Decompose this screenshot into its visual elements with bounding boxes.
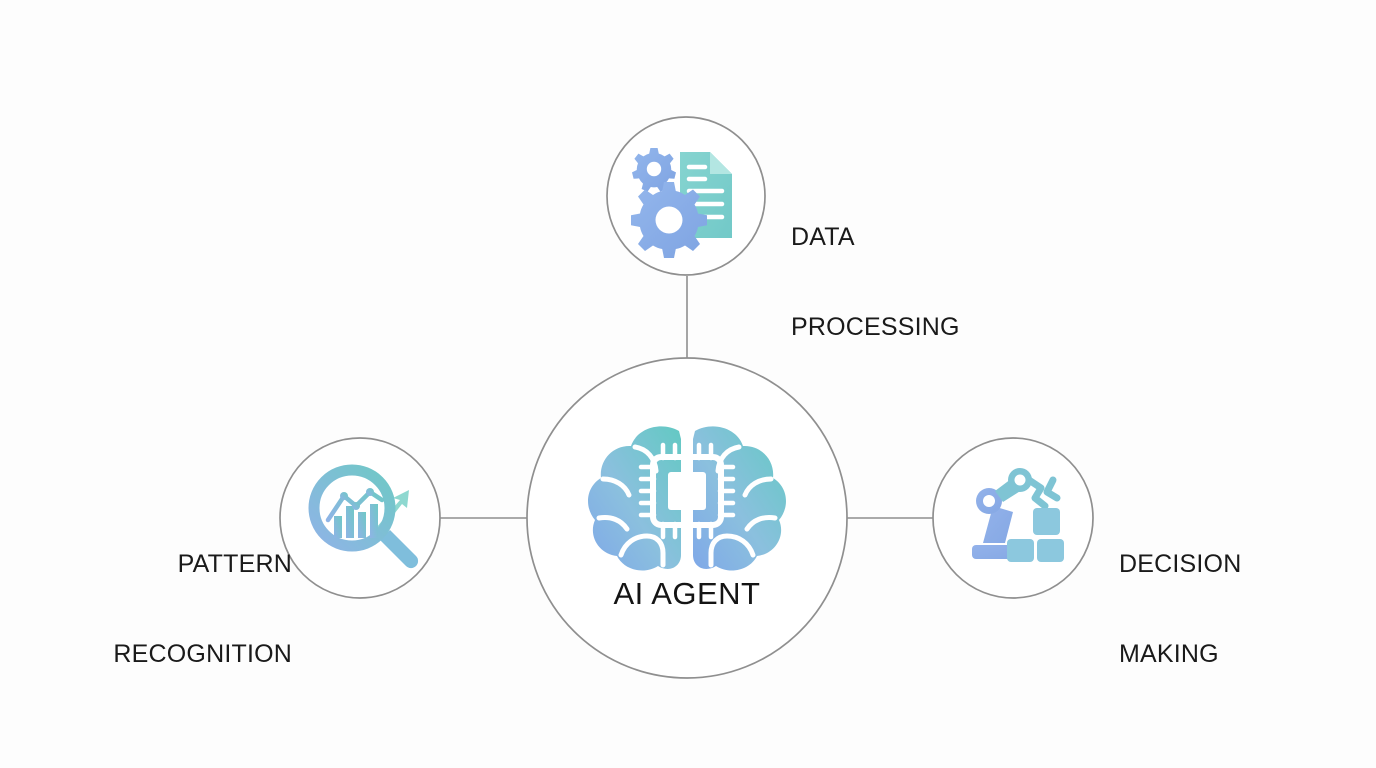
robot-arm-icon xyxy=(972,468,1064,562)
node-label-pattern-recognition[interactable]: PATTERN RECOGNITION xyxy=(113,489,292,729)
node-label-pattern-recognition-line2: RECOGNITION xyxy=(113,640,292,668)
robot-lower-arm xyxy=(983,506,1013,543)
large-gear-icon xyxy=(631,182,707,258)
node-label-decision-making-line2: MAKING xyxy=(1119,640,1219,668)
block-bottom-right xyxy=(1037,539,1064,562)
robot-blocks xyxy=(1007,508,1064,562)
brain-chip-icon xyxy=(588,426,786,571)
node-label-decision-making[interactable]: DECISION MAKING xyxy=(1119,489,1241,729)
node-circle-decision-making[interactable] xyxy=(932,437,1094,599)
magnifier-chart-icon xyxy=(308,464,419,569)
node-label-data-processing-line2: PROCESSING xyxy=(791,313,960,341)
connector-lines xyxy=(440,276,933,519)
node-label-pattern-recognition-line1: PATTERN xyxy=(177,550,292,578)
magnifier-lens-ring xyxy=(308,464,396,552)
block-bottom-left xyxy=(1007,539,1034,562)
robot-gripper xyxy=(1025,476,1061,510)
node-label-data-processing-line1: DATA xyxy=(791,223,855,251)
magnifier-handle xyxy=(380,530,419,569)
block-top xyxy=(1033,508,1060,535)
small-gear-icon xyxy=(632,148,676,192)
gears-document-icon xyxy=(631,148,732,258)
center-node-circle[interactable] xyxy=(526,357,848,679)
node-label-data-processing[interactable]: DATA PROCESSING xyxy=(791,162,960,402)
bar-chart-in-lens xyxy=(325,488,385,538)
node-label-decision-making-line1: DECISION xyxy=(1119,550,1242,578)
center-node-label: AI AGENT xyxy=(613,576,761,611)
